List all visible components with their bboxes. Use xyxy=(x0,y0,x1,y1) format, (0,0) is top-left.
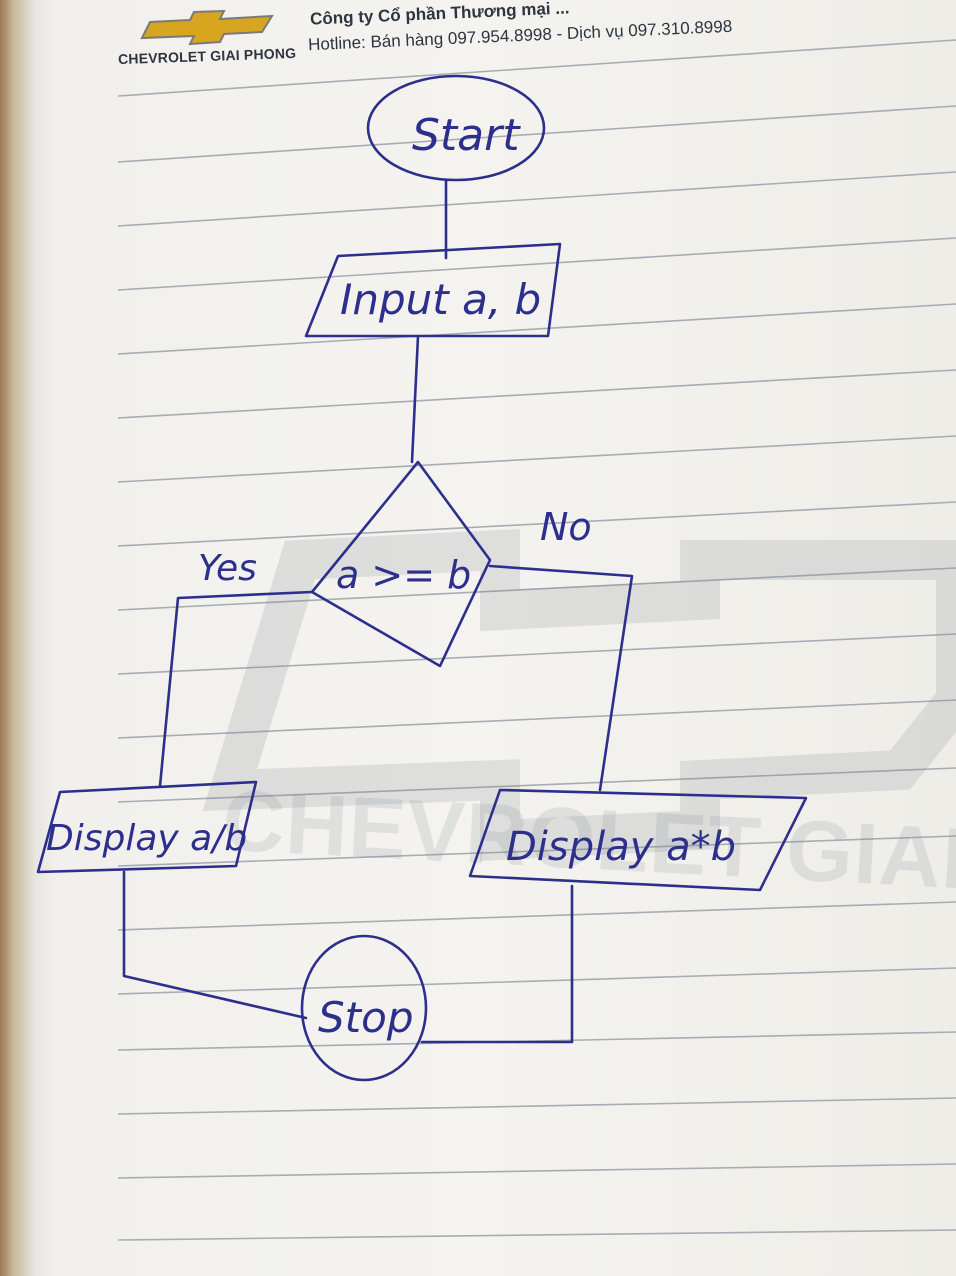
start-terminal xyxy=(366,74,546,182)
display-yes-box xyxy=(36,780,258,874)
display-no-box xyxy=(468,788,808,892)
yes-label: Yes xyxy=(198,548,257,589)
connector-input-decision xyxy=(410,334,420,464)
no-label: No xyxy=(540,505,592,549)
bowtie-logo-icon xyxy=(140,10,274,46)
input-label: Input a, b xyxy=(340,275,541,324)
decision-diamond xyxy=(310,460,492,668)
connector-no xyxy=(488,564,634,792)
connector-no-stop xyxy=(420,884,574,1044)
display-yes-label: Display a/b xyxy=(46,818,247,859)
start-label: Start xyxy=(412,110,521,161)
connector-yes xyxy=(158,590,314,788)
connector-yes-stop xyxy=(122,870,308,1020)
decision-label: a >= b xyxy=(336,553,471,597)
stop-terminal xyxy=(300,934,428,1082)
display-no-label: Display a*b xyxy=(506,824,736,870)
notebook-spine xyxy=(0,0,34,1276)
stop-label: Stop xyxy=(318,993,413,1042)
input-box xyxy=(304,242,562,338)
chevrolet-logo xyxy=(112,10,282,80)
